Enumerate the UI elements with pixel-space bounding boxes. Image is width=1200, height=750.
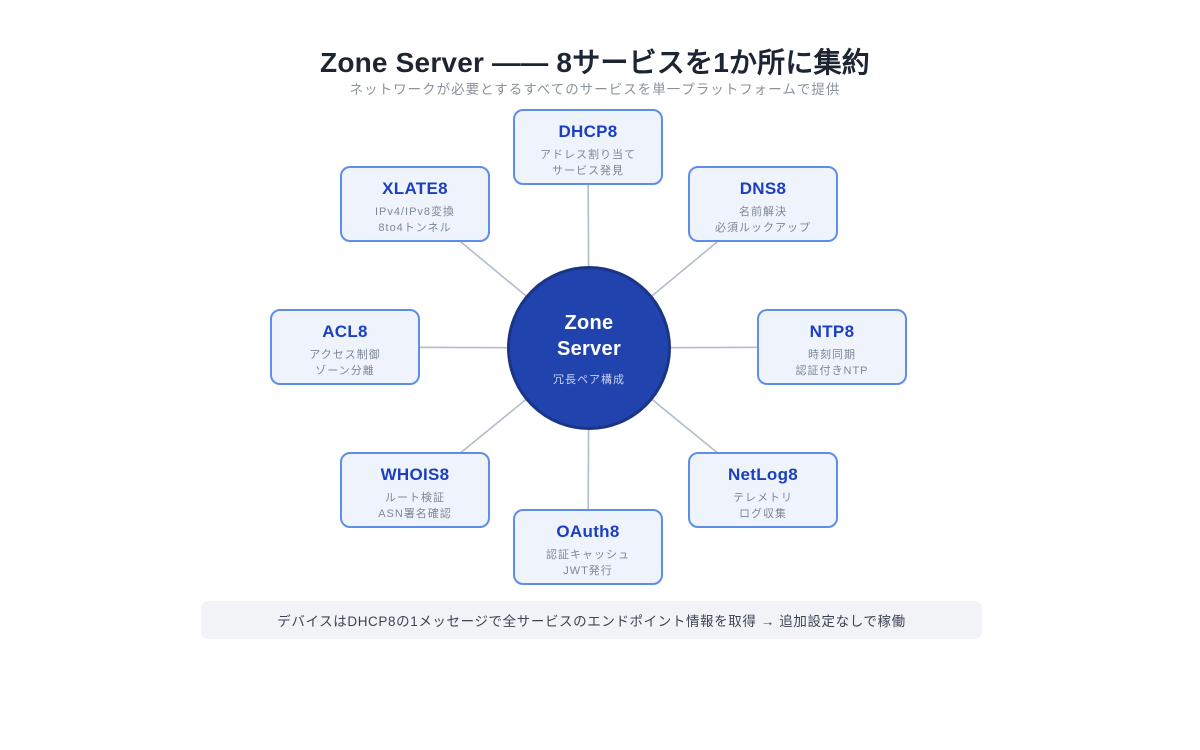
service-card-xlate8: XLATE8 IPv4/IPv8変換 8to4トンネル [340,166,490,242]
service-description-line: アドレス割り当て [540,149,636,161]
service-description-line: ログ収集 [739,508,787,520]
hub-circle: Zone Server 冗長ペア構成 [507,266,671,430]
page-title: Zone Server —— 8サービスを1か所に集約 [320,46,870,78]
hub-name-line2: Server [556,337,622,360]
service-description-line: テレメトリ [733,492,793,504]
service-card-dhcp8: DHCP8 アドレス割り当て サービス発見 [513,109,663,185]
service-description-line: サービス発見 [552,165,624,177]
service-name: DNS8 [739,179,787,198]
service-name: OAuth8 [556,522,620,541]
service-description-line: ゾーン分離 [315,365,375,377]
page-subtitle: ネットワークが必要とするすべてのサービスを単一プラットフォームで提供 [349,81,841,97]
service-card-netlog8: NetLog8 テレメトリ ログ収集 [688,452,838,528]
hub-caption: 冗長ペア構成 [553,373,625,386]
hub-name-line1: Zone [564,311,614,334]
service-description-line: JWT発行 [563,565,613,577]
service-description-line: 認証キャッシュ [546,549,630,561]
service-description-line: 時刻同期 [808,349,856,361]
footer-note: デバイスはDHCP8の1メッセージで全サービスのエンドポイント情報を取得 → 追… [201,601,982,639]
service-description-line: 名前解決 [739,206,787,218]
service-description-line: アクセス制御 [309,349,381,361]
service-description-line: ルート検証 [385,492,445,504]
service-card-ntp8: NTP8 時刻同期 認証付きNTP [757,309,907,385]
service-name: DHCP8 [558,122,618,141]
service-card-dns8: DNS8 名前解決 必須ルックアップ [688,166,838,242]
service-description-line: ASN署名確認 [378,508,452,520]
service-card-whois8: WHOIS8 ルート検証 ASN署名確認 [340,452,490,528]
service-description-line: 8to4トンネル [378,222,452,234]
service-name: WHOIS8 [380,465,450,484]
service-card-oauth8: OAuth8 認証キャッシュ JWT発行 [513,509,663,585]
service-description-line: 必須ルックアップ [715,222,811,234]
service-description-line: 認証付きNTP [795,365,869,377]
service-name: XLATE8 [382,179,448,198]
service-description-line: IPv4/IPv8変換 [374,206,456,218]
service-card-acl8: ACL8 アクセス制御 ゾーン分離 [270,309,420,385]
service-name: NTP8 [809,322,855,341]
service-name: NetLog8 [727,465,799,484]
footer-note-text: デバイスはDHCP8の1メッセージで全サービスのエンドポイント情報を取得 → 追… [277,614,906,629]
service-name: ACL8 [322,322,368,341]
